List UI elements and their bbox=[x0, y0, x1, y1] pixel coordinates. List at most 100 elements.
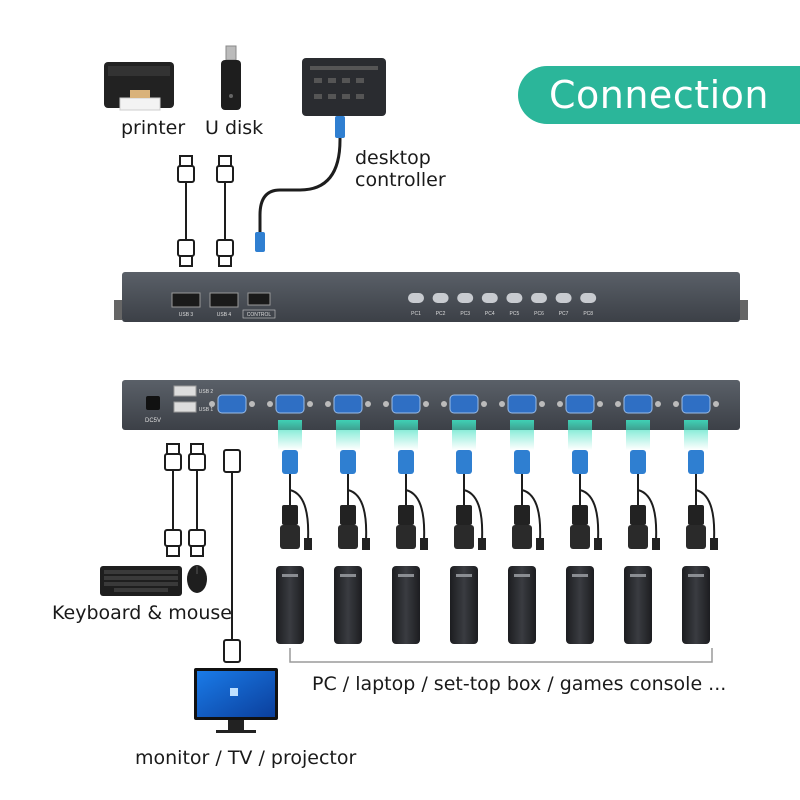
desktop-controller-label-line1: desktop bbox=[355, 147, 431, 169]
port-screw-icon bbox=[423, 401, 429, 407]
pc-cable bbox=[347, 474, 368, 541]
port-screw-icon bbox=[249, 401, 255, 407]
port-screw-icon bbox=[499, 401, 505, 407]
vga-connector-icon bbox=[688, 505, 704, 525]
port-screw-icon bbox=[267, 401, 273, 407]
front-usb4-label: USB 4 bbox=[217, 312, 232, 318]
computer-tower-icon bbox=[508, 566, 536, 644]
computer-column-5 bbox=[508, 420, 544, 644]
front-usb3-label: USB 3 bbox=[179, 312, 194, 318]
usb-cables-keyboard-mouse bbox=[172, 470, 198, 532]
connection-glow bbox=[278, 420, 302, 450]
pc-cable bbox=[637, 474, 658, 541]
computer-tower-icon bbox=[334, 566, 362, 644]
pc-select-label-4: PC4 bbox=[485, 311, 495, 317]
monitor-icon bbox=[194, 668, 278, 733]
usb-connector-icon bbox=[512, 525, 532, 549]
computer-column-7 bbox=[624, 420, 660, 644]
vga-connector-icon bbox=[630, 505, 646, 525]
controller-plug-icon bbox=[335, 116, 345, 138]
connection-glow bbox=[568, 420, 592, 450]
pc-cable bbox=[463, 474, 484, 541]
port-screw-icon bbox=[713, 401, 719, 407]
usb-plug-icon bbox=[710, 538, 718, 550]
pc-select-button-8[interactable] bbox=[580, 293, 597, 303]
pc-vga-port-7 bbox=[623, 394, 653, 414]
pc-select-button-2[interactable] bbox=[432, 293, 449, 303]
port-screw-icon bbox=[307, 401, 313, 407]
printer-icon bbox=[104, 62, 174, 111]
rear-usb1-label: USB 1 bbox=[199, 407, 214, 413]
usb-plug-icon bbox=[362, 538, 370, 550]
computer-logo-icon bbox=[688, 574, 704, 577]
pc-vga-port-4 bbox=[449, 394, 479, 414]
pc-cable bbox=[695, 474, 716, 541]
vga-plug-icon bbox=[340, 450, 356, 474]
computer-tower-icon bbox=[566, 566, 594, 644]
kvm-rear-panel bbox=[122, 380, 740, 430]
connection-glow bbox=[336, 420, 360, 450]
usb-connector-icon bbox=[686, 525, 706, 549]
computer-column-2 bbox=[334, 420, 370, 644]
computer-logo-icon bbox=[340, 574, 356, 577]
controller-cable bbox=[258, 116, 342, 245]
connection-glow bbox=[626, 420, 650, 450]
port-screw-icon bbox=[209, 401, 215, 407]
vga-connector-icon bbox=[514, 505, 530, 525]
computer-column-1 bbox=[276, 420, 312, 644]
port-screw-icon bbox=[615, 401, 621, 407]
connection-glow bbox=[684, 420, 708, 450]
console-vga-port bbox=[217, 394, 247, 414]
kvm-front-panel bbox=[114, 272, 748, 322]
computer-tower-icon bbox=[624, 566, 652, 644]
pc-select-button-6[interactable] bbox=[531, 293, 547, 303]
display-label: monitor / TV / projector bbox=[135, 747, 357, 769]
desktop-controller-icon bbox=[302, 58, 386, 116]
vga-connector-icon bbox=[282, 505, 298, 525]
computer-logo-icon bbox=[514, 574, 530, 577]
pc-select-button-7[interactable] bbox=[555, 293, 572, 303]
pc-select-button-4[interactable] bbox=[481, 293, 498, 303]
computer-tower-icon bbox=[682, 566, 710, 644]
computer-column-group bbox=[276, 420, 718, 644]
controller-plug-bottom-icon bbox=[255, 232, 265, 252]
usb-plug-icon bbox=[594, 538, 602, 550]
usb-connector-icon bbox=[454, 525, 474, 549]
pc-select-button-3[interactable] bbox=[457, 293, 474, 303]
pc-select-label-3: PC3 bbox=[460, 311, 470, 317]
vga-connector-icon bbox=[398, 505, 414, 525]
computers-label: PC / laptop / set-top box / games consol… bbox=[312, 673, 727, 695]
port-screw-icon bbox=[441, 401, 447, 407]
vga-plug-icon bbox=[572, 450, 588, 474]
vga-connector-icon bbox=[340, 505, 356, 525]
port-screw-icon bbox=[655, 401, 661, 407]
pc-select-label-1: PC1 bbox=[411, 311, 421, 317]
pc-select-label-2: PC2 bbox=[436, 311, 446, 317]
usb-connector-icon bbox=[396, 525, 416, 549]
computer-logo-icon bbox=[282, 574, 298, 577]
pc-vga-port-5 bbox=[507, 394, 537, 414]
vga-plug-icon bbox=[282, 450, 298, 474]
computer-column-8 bbox=[682, 420, 718, 644]
rear-vga-port-group bbox=[209, 394, 719, 414]
computer-tower-icon bbox=[392, 566, 420, 644]
pc-select-label-5: PC5 bbox=[510, 311, 520, 317]
vga-plug-icon bbox=[398, 450, 414, 474]
connection-glow bbox=[452, 420, 476, 450]
mouse-icon bbox=[187, 565, 207, 593]
usb-plug-icon bbox=[652, 538, 660, 550]
vga-connector-icon bbox=[572, 505, 588, 525]
computer-logo-icon bbox=[456, 574, 472, 577]
desktop-controller-label: desktop controller bbox=[355, 147, 446, 191]
pc-select-button-1[interactable] bbox=[408, 293, 424, 303]
pc-vga-port-2 bbox=[333, 394, 363, 414]
dc5v-label: DC5V bbox=[145, 418, 161, 424]
vga-plug-icon bbox=[456, 450, 472, 474]
usb-connector-icon bbox=[628, 525, 648, 549]
pc-select-button-5[interactable] bbox=[506, 293, 523, 303]
connection-title-badge: Connection bbox=[518, 66, 800, 124]
pc-vga-port-3 bbox=[391, 394, 421, 414]
connection-title: Connection bbox=[548, 73, 769, 117]
computer-tower-icon bbox=[276, 566, 304, 644]
